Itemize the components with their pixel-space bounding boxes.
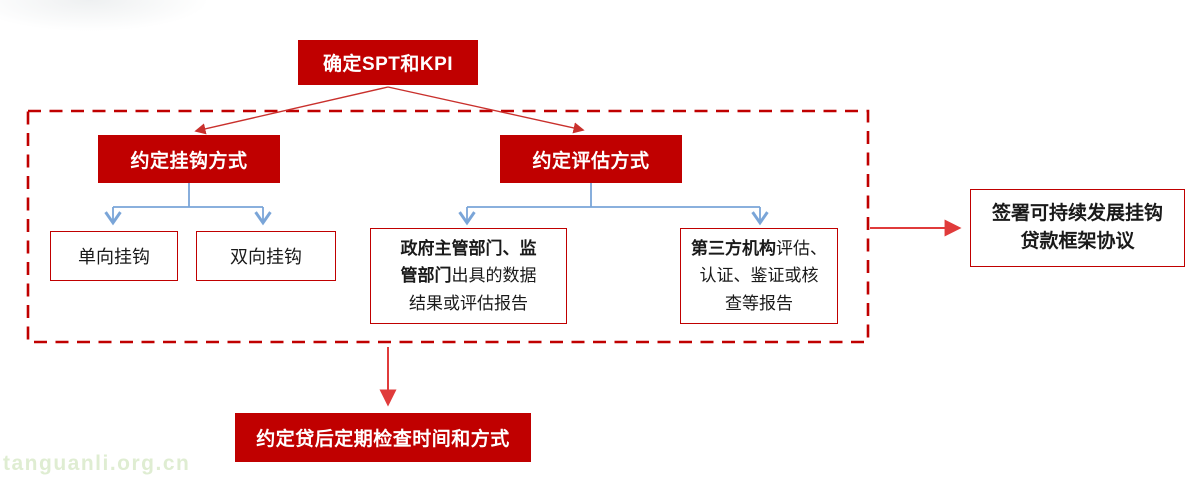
flow-node-label: 双向挂钩 — [230, 247, 302, 267]
third-party-rest-text: 评估、 认证、鉴证或核 查等报告 — [699, 238, 828, 313]
topleft-faded-smudge — [0, 0, 340, 70]
gov-bold-text: 政府主管部门、监 管部门 — [400, 238, 537, 286]
third-party-bold-text: 第三方机构 — [691, 238, 776, 258]
flow-node-label: 签署可持续发展挂钩 贷款框架协议 — [991, 202, 1163, 253]
flow-node-label: 确定SPT和KPI — [322, 54, 454, 75]
flow-node-label: 约定挂钩方式 — [130, 150, 248, 172]
flow-node-label: 约定贷后定期检查时间和方式 — [256, 429, 510, 450]
arrow-top-to-link — [194, 86, 389, 135]
flow-node-two-way-link: 双向挂钩 — [196, 231, 336, 281]
flow-node-sign-agreement: 签署可持续发展挂钩 贷款框架协议 — [970, 189, 1185, 267]
flow-node-one-way-link: 单向挂钩 — [50, 231, 178, 281]
gov-rest-text: 出具的数据 结果或评估报告 — [409, 266, 537, 313]
flow-node-label: 第三方机构评估、 认证、鉴证或核 查等报告 — [691, 235, 827, 318]
flow-node-label: 约定评估方式 — [532, 150, 650, 172]
flow-node-label: 单向挂钩 — [78, 247, 150, 267]
flow-node-label: 政府主管部门、监 管部门出具的数据 结果或评估报告 — [401, 235, 537, 318]
flow-node-link-method: 约定挂钩方式 — [98, 135, 280, 183]
site-watermark: tanguanli.org.cn — [3, 452, 191, 475]
arrow-top-to-eval — [387, 86, 585, 134]
flow-node-eval-method: 约定评估方式 — [500, 135, 682, 183]
flow-node-gov-report: 政府主管部门、监 管部门出具的数据 结果或评估报告 — [370, 228, 567, 324]
flow-node-determine-spt-kpi: 确定SPT和KPI — [298, 40, 478, 85]
flow-node-post-loan-check: 约定贷后定期检查时间和方式 — [235, 413, 531, 462]
flow-node-third-party-report: 第三方机构评估、 认证、鉴证或核 查等报告 — [680, 228, 838, 324]
